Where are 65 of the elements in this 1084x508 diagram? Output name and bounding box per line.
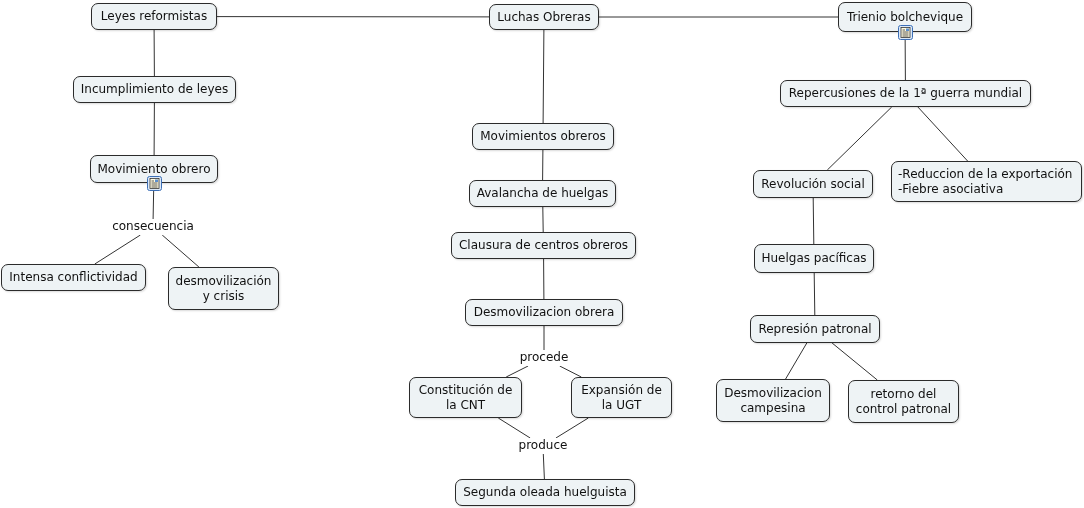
concept-label: Leyes reformistas — [100, 9, 208, 24]
concept-label: Movimientos obreros — [480, 129, 606, 144]
connector-line — [559, 365, 582, 378]
connector-line — [917, 106, 969, 162]
concept-box — [168, 267, 279, 310]
concept-box — [571, 377, 672, 418]
concept-label: Constitución de la CNT — [417, 382, 514, 413]
connector-line — [543, 258, 545, 300]
concept-box — [780, 80, 1031, 107]
connector-line — [813, 272, 816, 316]
concept-box — [848, 380, 959, 423]
concept-label: retorno del control patronal — [855, 386, 952, 417]
concept-label: Luchas Obreras — [497, 9, 591, 25]
concept-label: Intensa conflictividad — [9, 270, 138, 285]
concept-label: Huelgas pacíficas — [761, 251, 867, 266]
concept-box — [465, 299, 623, 326]
concept-box — [469, 180, 616, 207]
concept-box — [73, 76, 236, 103]
connector-line — [812, 197, 815, 245]
connector-line — [831, 342, 878, 381]
concept-box — [716, 379, 830, 422]
concept-label: Incumplimiento de leyes — [80, 82, 229, 97]
concept-box — [451, 232, 636, 259]
concept-label: Desmovilizacion campesina — [723, 385, 823, 416]
concept-label: Avalancha de huelgas — [476, 186, 609, 201]
concept-box — [409, 377, 522, 418]
concept-label: desmovilización y crisis — [175, 273, 272, 304]
connector-line — [153, 102, 155, 156]
connector-line — [542, 29, 545, 124]
concept-label: Movimiento obrero — [97, 161, 211, 177]
concept-label: Revolución social — [761, 176, 865, 192]
concept-label: Segunda oleada huelguista — [463, 485, 627, 500]
concept-box — [489, 4, 599, 30]
linking-phrase: procede — [517, 350, 571, 366]
connector-line — [785, 342, 808, 380]
connector-line — [542, 149, 544, 181]
concept-label: Represión patronal — [758, 321, 872, 337]
concept-box — [472, 123, 614, 150]
concept-box — [750, 315, 880, 343]
connector-line — [94, 234, 141, 265]
connector-line — [542, 453, 545, 480]
connector-line — [598, 16, 839, 18]
concept-label: Desmovilizacion obrera — [473, 305, 615, 320]
linking-phrase: consecuencia — [111, 219, 195, 235]
concept-box — [891, 161, 1082, 202]
concept-box — [455, 479, 635, 506]
concept-box — [753, 170, 873, 198]
connector-line — [497, 417, 531, 439]
concept-label: Clausura de centros obreros — [458, 238, 629, 253]
concept-box — [1, 264, 146, 291]
connector-line — [543, 325, 545, 351]
connector-line — [505, 365, 529, 378]
connector-line — [555, 417, 589, 439]
concept-label: Trienio bolchevique — [846, 9, 964, 25]
concept-label: -Reduccion de la exportación — [898, 166, 1073, 182]
concept-label: -Fiebre asociativa — [898, 181, 1004, 197]
connector-line — [153, 29, 155, 77]
connector-line — [826, 106, 893, 171]
concept-label: Repercusiones de la 1ª guerra mundial — [788, 86, 1023, 101]
connector-line — [216, 16, 490, 18]
concept-box — [754, 244, 874, 273]
connector-line — [542, 206, 544, 233]
concept-box — [91, 3, 217, 30]
concept-label: Expansión de la UGT — [580, 382, 663, 413]
connector-line — [161, 234, 200, 268]
